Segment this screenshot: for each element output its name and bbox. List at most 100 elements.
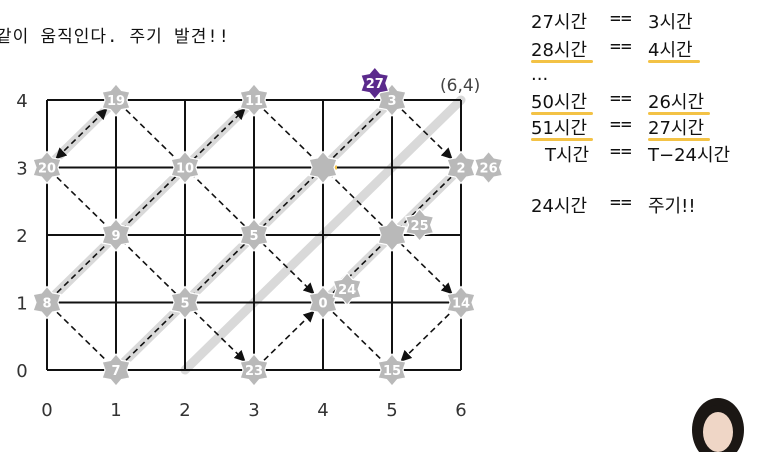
marker-10: 10 bbox=[170, 150, 200, 185]
marker-label: 7 bbox=[111, 364, 120, 379]
y-tick: 2 bbox=[16, 226, 27, 247]
equation-left: T시간 bbox=[545, 145, 590, 166]
marker-blank bbox=[308, 150, 338, 185]
equation-left: 27시간 bbox=[531, 12, 588, 33]
path-arrow-3 bbox=[401, 109, 453, 160]
path-arrow-1 bbox=[125, 109, 315, 295]
slide-title: 같이 움직인다. 주기 발견!! bbox=[0, 27, 230, 47]
equation-right: 26시간 bbox=[648, 92, 705, 113]
equation-operator: == bbox=[610, 114, 632, 135]
star-icon bbox=[377, 353, 407, 387]
marker-label: 2 bbox=[456, 162, 465, 177]
x-tick: 4 bbox=[317, 400, 328, 421]
y-tick: 3 bbox=[16, 159, 27, 180]
equation-operator: == bbox=[610, 88, 632, 109]
marker-9: 9 bbox=[101, 218, 131, 252]
equation-row: 27시간 == 3시간 bbox=[531, 8, 741, 34]
highlight-underline bbox=[531, 60, 593, 63]
x-tick: 2 bbox=[179, 400, 190, 421]
marker-26: 26 bbox=[473, 150, 504, 185]
marker-label: 8 bbox=[42, 297, 51, 312]
corner-label: (6,4) bbox=[440, 76, 480, 96]
star-icon bbox=[32, 150, 62, 185]
path-arrow-5 bbox=[56, 311, 107, 361]
x-tick: 0 bbox=[41, 400, 52, 421]
star-icon bbox=[101, 353, 131, 387]
marker-8: 8 bbox=[32, 285, 62, 320]
equation-operator: == bbox=[610, 141, 632, 162]
equation-row: 24시간==주기!! bbox=[531, 192, 741, 218]
y-tick: 0 bbox=[16, 361, 27, 382]
marker-label: 26 bbox=[480, 162, 498, 177]
star-icon bbox=[170, 285, 200, 320]
star-icon bbox=[332, 272, 362, 306]
equation-left: ... bbox=[531, 64, 549, 85]
equation-operator: == bbox=[610, 36, 632, 57]
x-tick: 3 bbox=[248, 400, 259, 421]
marker-7: 7 bbox=[101, 353, 131, 387]
marker-5: 5 bbox=[239, 218, 269, 252]
equation-right: 3시간 bbox=[648, 12, 693, 33]
equation-row: 51시간 == 27시간 bbox=[531, 114, 741, 141]
star-icon bbox=[101, 218, 131, 252]
highlight-underline bbox=[531, 112, 593, 115]
equation-right: T−24시간 bbox=[648, 145, 731, 166]
star-icon bbox=[360, 66, 390, 101]
marker-blank bbox=[377, 218, 407, 252]
equation-left: 51시간 bbox=[531, 118, 588, 139]
marker-label: 11 bbox=[245, 94, 263, 109]
marker-label: 27 bbox=[366, 77, 384, 92]
x-tick: 5 bbox=[386, 400, 397, 421]
marker-20: 20 bbox=[32, 150, 62, 185]
equation-left: 50시간 bbox=[531, 92, 588, 113]
marker-label: 20 bbox=[38, 162, 56, 177]
marker-27: 27 bbox=[360, 66, 390, 101]
marker-label: 24 bbox=[338, 283, 356, 298]
equation-row: ... bbox=[531, 64, 741, 90]
marker-label: 5 bbox=[249, 229, 258, 244]
marker-23: 23 bbox=[239, 353, 269, 387]
star-icon bbox=[446, 285, 476, 320]
marker-label: 10 bbox=[176, 162, 194, 177]
path-arrow-7 bbox=[56, 108, 246, 294]
marker-5: 5 bbox=[170, 285, 200, 320]
star-icon bbox=[239, 353, 269, 387]
equation-right: 27시간 bbox=[648, 118, 705, 139]
equation-row: 28시간==4시간 bbox=[531, 36, 741, 63]
path-arrow-0 bbox=[55, 108, 108, 160]
marker-label: 5 bbox=[180, 297, 189, 312]
equation-operator: == bbox=[610, 8, 632, 29]
x-tick: 6 bbox=[455, 400, 466, 421]
equation-operator: == bbox=[610, 192, 632, 213]
path-arrow-10 bbox=[400, 311, 452, 362]
marker-label: 15 bbox=[383, 364, 401, 379]
star-icon bbox=[308, 150, 338, 185]
star-icon bbox=[101, 83, 131, 117]
highlight-underline bbox=[648, 138, 710, 141]
equation-left: 24시간 bbox=[531, 196, 588, 217]
highlight-underline bbox=[648, 60, 700, 63]
equation-row: T시간 == T−24시간 bbox=[545, 141, 755, 167]
marker-label: 14 bbox=[452, 297, 470, 312]
marker-label: 0 bbox=[318, 297, 327, 312]
star-icon bbox=[473, 150, 504, 185]
marker-14: 14 bbox=[446, 285, 476, 320]
star-icon bbox=[32, 285, 62, 320]
marker-label: 9 bbox=[111, 229, 120, 244]
highlight-underline bbox=[531, 138, 593, 141]
star-icon bbox=[377, 218, 407, 252]
star-icon bbox=[239, 218, 269, 252]
marker-19: 19 bbox=[101, 83, 131, 117]
path-arrow-8 bbox=[263, 310, 315, 361]
marker-24: 24 bbox=[332, 272, 362, 306]
path-arrow-9 bbox=[332, 311, 383, 361]
equation-row: 50시간 == 26시간 bbox=[531, 88, 741, 115]
marker-label: 3 bbox=[387, 94, 396, 109]
presenter-avatar bbox=[692, 398, 744, 452]
star-icon bbox=[239, 83, 269, 117]
x-tick: 1 bbox=[110, 400, 121, 421]
equation-left: 28시간 bbox=[531, 40, 588, 61]
